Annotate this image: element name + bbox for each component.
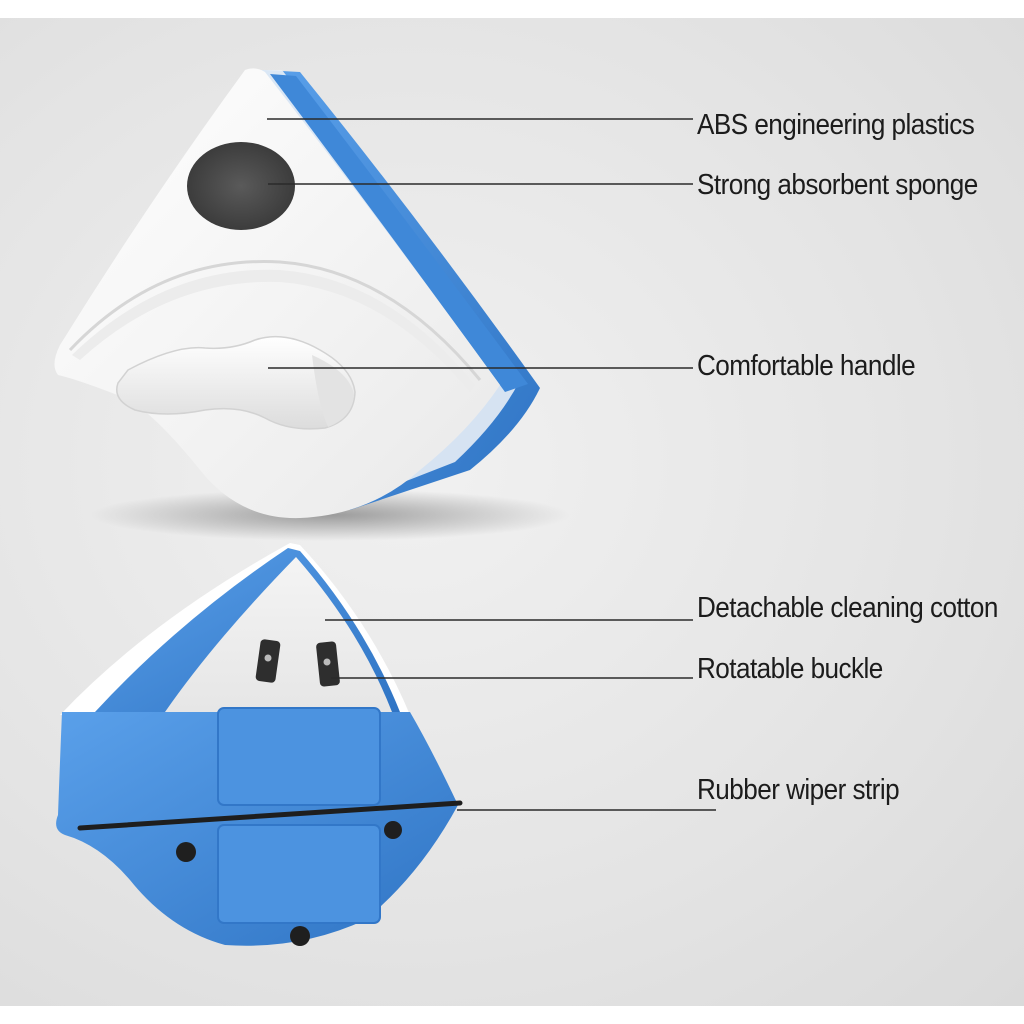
magnet-dot-left <box>176 842 196 862</box>
wiper-strip <box>77 800 463 831</box>
shell-ridge <box>68 260 482 381</box>
buckle-left-pin <box>264 654 272 662</box>
blue-edge-stripe <box>270 74 528 392</box>
top-device-shadow <box>90 489 570 541</box>
magnet-dot-bottom <box>290 926 310 946</box>
leader-lines <box>267 118 716 811</box>
shell-ridge-shade <box>72 269 475 392</box>
sponge-pad <box>187 142 295 230</box>
pad-plate-lower <box>217 824 381 924</box>
bottom-device <box>56 543 463 946</box>
label-handle: Comfortable handle <box>697 350 916 382</box>
label-buckle: Rotatable buckle <box>697 653 883 685</box>
handle <box>116 335 356 430</box>
pad-plate-upper <box>217 707 381 806</box>
magnet-dot-right <box>384 821 402 839</box>
label-abs-plastics: ABS engineering plastics <box>697 109 975 141</box>
label-cleaning-cotton: Detachable cleaning cotton <box>697 592 998 624</box>
buckle-right-pin <box>323 658 331 666</box>
label-wiper-strip: Rubber wiper strip <box>697 774 900 806</box>
top-device <box>54 68 570 541</box>
label-sponge: Strong absorbent sponge <box>697 169 978 201</box>
handle-end <box>312 355 354 427</box>
